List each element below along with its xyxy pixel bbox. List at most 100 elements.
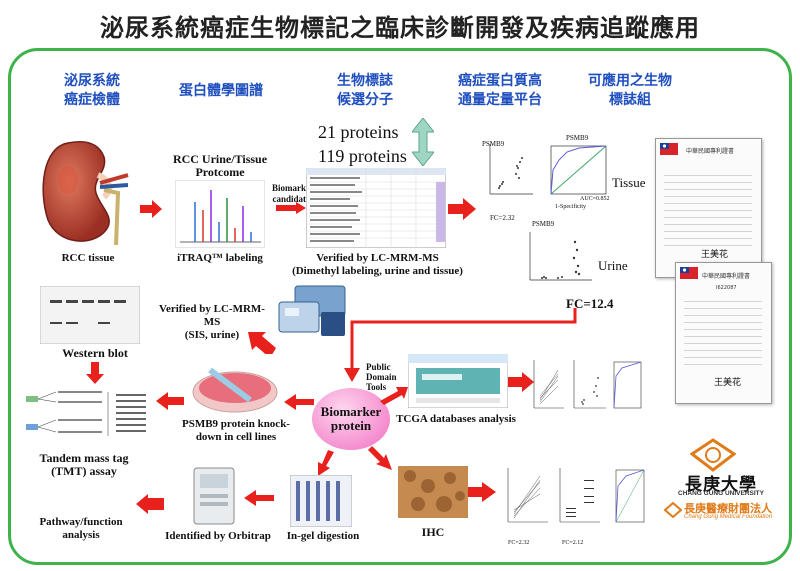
green-frame xyxy=(8,48,792,565)
ihc-plots xyxy=(507,468,645,523)
ihc-fc-1: FC=2.32 xyxy=(508,540,530,546)
header-specimen-line2: 癌症檢體 xyxy=(64,92,120,108)
tissue-plot-fc: FC=2.32 xyxy=(490,214,515,222)
label-tmt: Tandem mass tag (TMT) assay xyxy=(24,452,144,478)
kidney-illustration xyxy=(42,140,129,246)
ucsc-browser-screenshot xyxy=(408,354,508,408)
arrow-to-ihc xyxy=(368,446,392,470)
header-platform-line2: 通量定量平台 xyxy=(458,92,542,108)
label-ihc: IHC xyxy=(421,525,445,539)
label-tmt-line2: (TMT) assay xyxy=(51,464,117,478)
header-specimen: 泌尿系統 癌症檢體 xyxy=(52,72,132,110)
patent-certificate-2: 中華民國專利證書 I622087 王美花 xyxy=(675,262,772,404)
patent-certificate-1: 中華民國專利證書 王美花 xyxy=(655,138,762,278)
urine-plot-psmb9: PSMB9 xyxy=(532,220,555,228)
patent-2-title: 中華民國專利證書 xyxy=(702,273,751,280)
header-candidates-line1: 生物標誌 xyxy=(337,73,393,89)
roc-curve xyxy=(550,145,607,195)
cgu-name-en: CHANG GUNG UNIVERSITY xyxy=(678,490,764,497)
arrow-elbow xyxy=(344,308,577,382)
ingel-gel-image xyxy=(290,475,352,527)
label-ingel: In-gel digestion xyxy=(286,530,360,542)
label-public-tools: Public Domain Tools xyxy=(366,362,406,392)
label-knockdown: PSMB9 protein knock- down in cell lines xyxy=(180,418,292,444)
roc-flag-icon-2 xyxy=(680,267,698,279)
header-proteome: 蛋白體學圖譜 xyxy=(179,83,263,99)
label-knockdown-line2: down in cell lines xyxy=(195,431,277,443)
orbitrap-instrument xyxy=(193,467,235,525)
candidate-table xyxy=(306,168,446,248)
label-western-blot: Western blot xyxy=(62,346,128,360)
patent-2-text-lines xyxy=(684,295,762,365)
patent-2-signature: 王美花 xyxy=(714,377,742,387)
header-candidates: 生物標誌 候選分子 xyxy=(320,72,410,110)
petri-dish-image xyxy=(192,367,278,413)
label-pathway-line2: analysis xyxy=(62,529,100,541)
label-knockdown-line1: PSMB9 protein knock- xyxy=(182,418,290,430)
label-biomarker-candidates-line2: candidates xyxy=(272,194,314,204)
proteome-title-line1: RCC Urine/Tissue xyxy=(172,152,268,166)
roc-flag-icon xyxy=(660,143,678,155)
count-119-proteins: 119 proteins xyxy=(318,146,407,166)
label-tissue: Tissue xyxy=(612,175,646,190)
label-verified-mrm-line2: (Dimethyl labeling, urine and tissue) xyxy=(292,265,463,277)
urine-scatter-plot xyxy=(529,232,592,281)
patent-1-title: 中華民國專利證書 xyxy=(686,148,735,155)
roc-title: PSMB9 xyxy=(566,134,589,142)
cgmf-logo-icon xyxy=(664,502,682,518)
cgmf-name-en: Chang Gung Medical Foundation xyxy=(684,514,773,520)
label-biomarker-candidates: Biomarker candidates xyxy=(264,183,322,205)
roc-auc: AUC=0.852 xyxy=(580,196,610,202)
western-blot-image xyxy=(40,286,140,344)
arrow-to-tmt xyxy=(156,392,184,410)
label-pathway-line1: Pathway/function xyxy=(39,516,123,528)
header-biomarker-set-line1: 可應用之生物 xyxy=(588,73,672,89)
page-title: 泌尿系統癌症生物標記之臨床診斷開發及疾病追蹤應用 xyxy=(100,14,700,42)
arrow-down-wb xyxy=(86,362,104,384)
mass-spectrometer xyxy=(278,285,346,336)
arrow-to-orbitrap xyxy=(244,490,274,506)
label-itraq: iTRAQ™ labeling xyxy=(177,252,263,264)
arrow-right-candidates xyxy=(276,202,306,214)
label-verified-mrm: Verified by LC-MRM-MS (Dimethyl labeling… xyxy=(290,252,465,278)
label-verified-mrm-line1: Verified by LC-MRM-MS xyxy=(316,252,439,264)
roc-specificity: 1-Specificity xyxy=(555,204,586,210)
label-verified-sis-line1: Verified by LC-MRM-MS xyxy=(159,303,265,328)
label-tcga: TCGA databases analysis xyxy=(396,413,516,425)
double-arrow-icon xyxy=(412,118,434,166)
label-public-tools-line2: Domain xyxy=(366,372,397,382)
label-verified-sis: Verified by LC-MRM-MS (SIS, urine) xyxy=(152,303,272,342)
ihc-image xyxy=(398,466,468,518)
label-public-tools-line1: Public xyxy=(366,362,391,372)
label-tmt-line1: Tandem mass tag xyxy=(39,451,129,465)
arrow-right-1 xyxy=(140,200,162,218)
label-public-tools-line3: Tools xyxy=(366,382,387,392)
arrow-to-tcga xyxy=(380,387,408,405)
cgmf-name-zh: 長庚醫療財團法人 xyxy=(684,502,772,515)
tissue-scatter-plot xyxy=(489,144,533,195)
patent-2-number: I622087 xyxy=(716,285,737,291)
header-candidates-line2: 候選分子 xyxy=(337,92,393,108)
label-rcc-tissue: RCC tissue xyxy=(61,252,115,264)
arrow-right-tcga xyxy=(508,372,534,392)
label-verified-sis-line2: (SIS, urine) xyxy=(184,329,240,341)
arrow-right-ihc xyxy=(468,482,496,502)
label-biomarker-candidates-line1: Biomarker xyxy=(272,183,314,193)
header-platform-line1: 癌症蛋白質高 xyxy=(458,73,542,89)
arrow-to-pathway xyxy=(136,494,164,514)
arrow-right-2 xyxy=(448,198,476,220)
proteome-title: RCC Urine/Tissue Protcome xyxy=(165,153,275,179)
count-21-proteins: 21 proteins xyxy=(318,122,399,142)
label-orbitrap: Identified by Orbitrap xyxy=(165,530,271,542)
label-fc-urine: FC=12.4 xyxy=(566,296,614,311)
arrow-to-knockdown xyxy=(284,394,314,410)
header-biomarker-set-line2: 標誌組 xyxy=(609,92,651,108)
tmt-diagram xyxy=(26,391,146,436)
tcga-plots xyxy=(533,360,642,409)
header-specimen-line1: 泌尿系統 xyxy=(64,73,120,89)
biomarker-node-line1: Biomarker xyxy=(320,404,382,419)
cgu-name-zh: 長庚大學 xyxy=(685,475,757,495)
label-pathway: Pathway/function analysis xyxy=(26,516,136,542)
label-urine: Urine xyxy=(598,258,628,273)
header-platform: 癌症蛋白質高 通量定量平台 xyxy=(445,72,555,110)
